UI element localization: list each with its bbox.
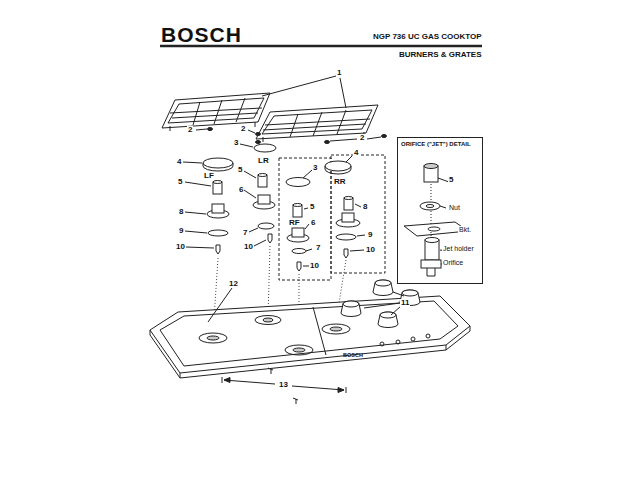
section-title: BURNERS & GRATES xyxy=(398,51,483,59)
callout-number: 6 xyxy=(238,186,244,194)
knob xyxy=(341,280,420,328)
grate xyxy=(256,105,378,142)
callout-number: 5 xyxy=(448,176,454,185)
callout-number: 12 xyxy=(228,280,239,288)
title-text: NGP 736 UC GAS COOKTOP xyxy=(372,33,483,41)
callout-number: 4 xyxy=(353,149,359,157)
callout-number: 7 xyxy=(315,244,321,252)
grate xyxy=(162,93,270,131)
callout-number: 10 xyxy=(243,243,254,251)
burner-position: RF xyxy=(288,219,301,227)
callout-number: 5 xyxy=(177,178,183,186)
callout-number: 11 xyxy=(400,299,410,307)
callout-number: 2 xyxy=(359,134,365,142)
detail-box: ORIFICE ("JET") DETAIL 5NutBkt. Jet holder… xyxy=(397,137,483,284)
callout-number: 7 xyxy=(242,229,248,237)
burner-position: RR xyxy=(333,178,347,186)
detail-heading: ORIFICE ("JET") DETAIL xyxy=(400,141,472,148)
orifice-detail xyxy=(404,164,468,277)
callout-number: 8 xyxy=(178,208,184,216)
callout-number: 10 xyxy=(309,262,320,270)
callout-number: 2 xyxy=(240,125,246,133)
callout-number: 5 xyxy=(237,166,243,174)
callout-number: 4 xyxy=(176,158,182,166)
burner-position: LR xyxy=(257,157,270,165)
callout-number: 5 xyxy=(309,203,315,211)
part-name: Bkt. xyxy=(458,226,472,234)
burner-position: LF xyxy=(203,172,215,180)
part-name: Nut xyxy=(448,204,461,212)
callout-number: 10 xyxy=(175,243,186,251)
callout-number: 3 xyxy=(233,139,239,147)
cooktop xyxy=(150,296,470,378)
callout-number: 10 xyxy=(365,246,376,254)
callout-number: 9 xyxy=(178,227,184,235)
part-name: Jet holder xyxy=(442,245,475,253)
part-name: Orifice xyxy=(442,259,464,267)
callout-number: 6 xyxy=(310,219,316,227)
callout-number: 2 xyxy=(187,126,193,134)
callout-number: 9 xyxy=(367,231,373,239)
callout-number: 1 xyxy=(336,69,342,77)
callout-number: 3 xyxy=(312,164,318,172)
brand-logo: BOSCH xyxy=(160,24,243,45)
brand-mark: BOSCH xyxy=(342,353,364,359)
callout-number: 8 xyxy=(362,203,368,211)
callout-number: 13 xyxy=(278,381,289,389)
